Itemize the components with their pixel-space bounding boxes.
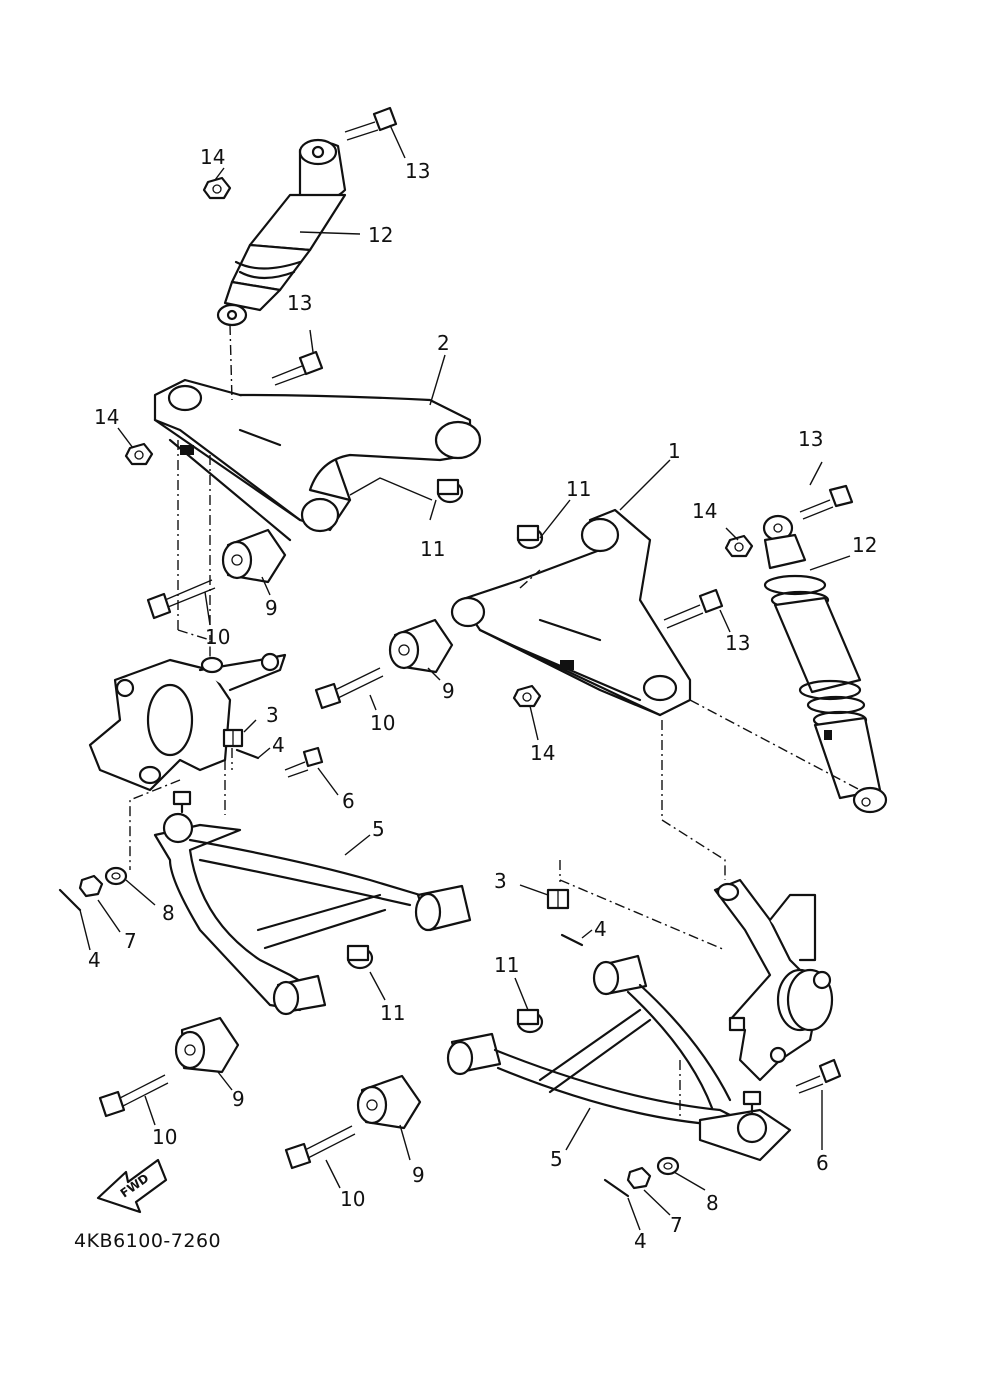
callout-8: 8: [706, 1191, 719, 1215]
nut-14-top: [202, 176, 232, 200]
lower-arm-left: [153, 790, 472, 1016]
cotter-pin-4-right: [560, 933, 584, 947]
callout-9: 9: [442, 679, 455, 703]
bushing-9-lower-left: [174, 1016, 240, 1074]
callout-10: 10: [205, 625, 230, 649]
nut-7-right: [626, 1166, 652, 1190]
callout-4: 4: [88, 948, 101, 972]
callout-11: 11: [494, 953, 519, 977]
bushing-9-lower-right: [356, 1074, 422, 1130]
callout-11: 11: [420, 537, 445, 561]
callout-13: 13: [405, 159, 430, 183]
bolt-10-lower-right: [284, 1125, 356, 1170]
callout-9: 9: [412, 1163, 425, 1187]
callout-13: 13: [725, 631, 750, 655]
nut-11-upper-arm-right: [516, 524, 544, 550]
callout-7: 7: [670, 1213, 683, 1237]
bolt-10-upper-left: [146, 579, 216, 620]
castle-nut-3-left: [222, 728, 244, 748]
diagram-part-code: 4KB6100-7260: [74, 1230, 222, 1252]
callout-5: 5: [372, 817, 385, 841]
callout-13: 13: [287, 291, 312, 315]
callout-3: 3: [494, 869, 507, 893]
nut-11-lower-left: [346, 944, 374, 970]
fwd-direction-arrow: FWD: [96, 1158, 168, 1214]
callout-14: 14: [692, 499, 717, 523]
washer-8-left: [104, 866, 128, 886]
callout-11: 11: [380, 1001, 405, 1025]
callout-14: 14: [200, 145, 225, 169]
bolt-13-top: [344, 106, 398, 141]
callout-6: 6: [816, 1151, 829, 1175]
callout-14: 14: [530, 741, 555, 765]
callout-10: 10: [152, 1125, 177, 1149]
callout-13: 13: [798, 427, 823, 451]
cotter-pin-4-left: [235, 748, 260, 760]
callout-3: 3: [266, 703, 279, 727]
bolt-10-lower-left: [98, 1074, 169, 1118]
callout-11: 11: [566, 477, 591, 501]
nut-14-shock-right: [724, 534, 754, 558]
callout-12: 12: [852, 533, 877, 557]
callout-14: 14: [94, 405, 119, 429]
callout-10: 10: [370, 711, 395, 735]
callout-9: 9: [265, 596, 278, 620]
bolt-13-upper-arm-left: [271, 350, 324, 386]
bolt-13-upper-arm-right: [663, 588, 724, 629]
leader-lines: [79, 124, 851, 1231]
callout-4: 4: [634, 1229, 647, 1253]
bolt-6-right: [795, 1058, 842, 1094]
callout-4: 4: [272, 733, 285, 757]
upper-arm-right: [450, 508, 692, 717]
nut-7-left: [78, 874, 104, 898]
callout-6: 6: [342, 789, 355, 813]
callout-5: 5: [550, 1147, 563, 1171]
nut-11-upper-arm-left: [436, 478, 464, 504]
washer-8-right: [656, 1156, 680, 1176]
bolt-13-shock-right: [799, 484, 854, 520]
bolt-6-left: [284, 746, 324, 778]
upper-arm-left: [153, 378, 482, 542]
callout-2: 2: [437, 331, 450, 355]
callout-8: 8: [162, 901, 175, 925]
nut-14-upper-arm-left: [124, 442, 154, 466]
bolt-10-upper-right: [314, 667, 384, 710]
callout-4: 4: [594, 917, 607, 941]
alignment-lines: [129, 324, 861, 1120]
callout-9: 9: [232, 1087, 245, 1111]
callout-12: 12: [368, 223, 393, 247]
shock-absorber-right: [762, 514, 888, 814]
steering-knuckle-right: [713, 878, 834, 1082]
callout-labels: 13 14 12 13 2 14 11 9 10 3 4 6 5 8 7 4 1…: [88, 145, 877, 1253]
lower-arm-right: [446, 954, 792, 1162]
shock-absorber-left: [216, 138, 347, 327]
steering-knuckle-left: [88, 652, 287, 792]
nut-11-lower-right: [516, 1008, 544, 1034]
bushing-9-upper-left: [221, 528, 287, 584]
nut-14-upper-arm-right: [512, 684, 542, 708]
cotter-pin-4-right-lower: [603, 1178, 630, 1198]
cotter-pin-4-left-lower: [58, 888, 82, 912]
callout-10: 10: [340, 1187, 365, 1211]
castle-nut-3-right: [546, 888, 570, 910]
bushing-9-upper-right: [388, 618, 454, 674]
callout-1: 1: [668, 439, 681, 463]
callout-7: 7: [124, 929, 137, 953]
